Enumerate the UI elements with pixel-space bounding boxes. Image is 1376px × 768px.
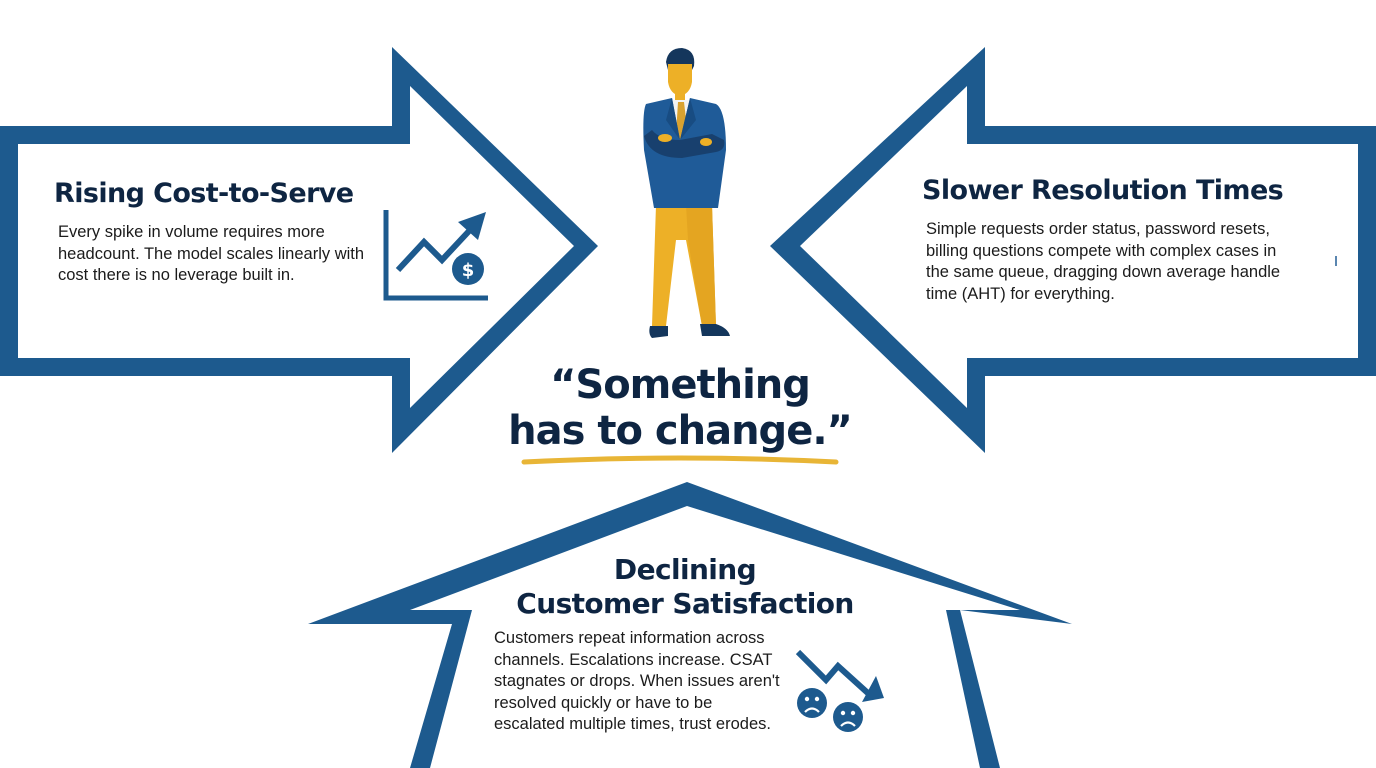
declining-satisfaction-description: Customers repeat information across chan… bbox=[494, 629, 780, 733]
right-arrow-outline bbox=[770, 47, 1376, 453]
declining-satisfaction-heading: Declining Customer Satisfaction bbox=[470, 553, 900, 621]
right-edge-mark bbox=[1335, 256, 1337, 266]
sad-face-icon bbox=[797, 688, 827, 718]
slower-resolution-title: Slower Resolution Times bbox=[922, 175, 1284, 206]
quote-line1: “Something bbox=[550, 362, 811, 408]
declining-satisfaction-icon bbox=[795, 649, 884, 732]
slower-resolution-description: Simple requests order status, password r… bbox=[926, 220, 1281, 303]
rising-cost-description: Every spike in volume requires more head… bbox=[58, 223, 365, 284]
quote-underline bbox=[521, 455, 839, 465]
declining-satisfaction-title-line1: Declining bbox=[613, 553, 757, 586]
left-arrow-outline bbox=[0, 47, 598, 453]
rising-cost-title: Rising Cost-to-Serve bbox=[54, 178, 354, 209]
bottom-arrow-outline bbox=[308, 482, 1072, 768]
svg-text:$: $ bbox=[462, 260, 475, 281]
businessman-figure bbox=[643, 48, 730, 338]
slower-resolution-section: Slower Resolution Times Simple requests … bbox=[922, 175, 1302, 305]
rising-cost-chart-icon: $ bbox=[383, 210, 488, 301]
quote-line2: has to change.” bbox=[508, 408, 853, 454]
declining-satisfaction-title-line2: Customer Satisfaction bbox=[516, 587, 854, 620]
rising-cost-section: Rising Cost-to-Serve Every spike in volu… bbox=[54, 178, 384, 287]
center-quote: “Something has to change.” bbox=[480, 362, 880, 454]
declining-satisfaction-section: Customers repeat information across chan… bbox=[494, 628, 784, 736]
sad-face-icon bbox=[833, 702, 863, 732]
